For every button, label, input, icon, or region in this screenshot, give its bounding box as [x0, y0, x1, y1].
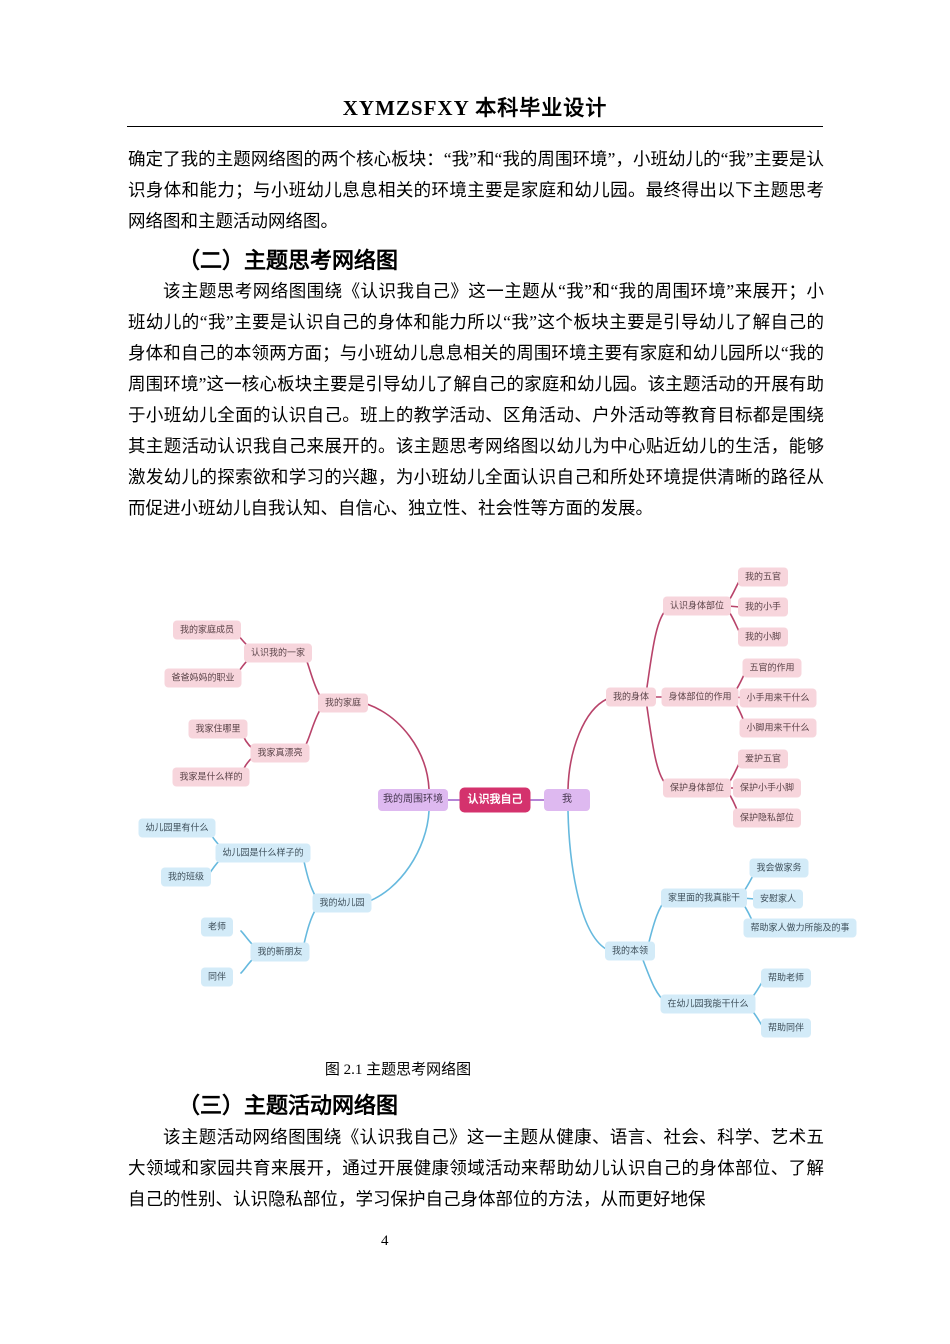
- figure-caption: 图 2.1 主题思考网络图: [324, 1062, 472, 1078]
- node-root-know-myself: 认识我自己: [459, 787, 531, 813]
- section-heading-3: （三）主题活动网络图: [178, 1093, 399, 1118]
- page-number: 4: [381, 1233, 389, 1249]
- node-protect-body-parts: 保护身体部位: [662, 778, 732, 798]
- node-peers: 同伴: [200, 967, 234, 987]
- node-family-members: 我的家庭成员: [172, 620, 242, 640]
- node-my-body: 我的身体: [605, 687, 657, 707]
- node-what-my-home-like: 我家是什么样的: [172, 767, 250, 787]
- node-what-can-i-do-kindergarten: 在幼儿园我能干什么: [660, 994, 756, 1014]
- node-protect-hands-feet: 保护小手小脚: [732, 778, 802, 798]
- node-protect-private-parts: 保护隐私部位: [732, 808, 802, 828]
- node-my-abilities: 我的本领: [604, 941, 656, 961]
- node-senses-function: 五官的作用: [742, 658, 802, 678]
- node-capable-at-home: 家里面的我真能干: [660, 888, 748, 908]
- node-my-feet: 我的小脚: [737, 627, 789, 647]
- node-my-family: 我的家庭: [317, 693, 369, 713]
- node-where-i-live: 我家住哪里: [188, 719, 248, 739]
- node-my-hands: 我的小手: [737, 597, 789, 617]
- node-what-kindergarten-like: 幼儿园是什么样子的: [215, 843, 311, 863]
- paragraph-activity-network: 该主题活动网络图围绕《认识我自己》这一主题从健康、语言、社会、科学、艺术五大领域…: [128, 1127, 824, 1209]
- node-my-kindergarten: 我的幼儿园: [312, 893, 372, 913]
- page-header-title: XYMZSFXY 本科毕业设计: [342, 96, 608, 120]
- node-whats-in-kindergarten: 幼儿园里有什么: [138, 818, 216, 838]
- mindmap-figure: 我的周围环境 认识我自己 我 我的家庭 认识我的一家 我的家庭成员 爸爸妈妈的职…: [0, 558, 950, 1050]
- node-my-five-senses: 我的五官: [737, 567, 789, 587]
- node-body-parts-function: 身体部位的作用: [661, 687, 739, 707]
- node-know-body-parts: 认识身体部位: [662, 596, 732, 616]
- node-do-housework: 我会做家务: [749, 858, 809, 878]
- paragraph-continuation: 确定了我的主题网络图的两个核心板块：“我”和“我的周围环境”，小班幼儿的“我”主…: [128, 149, 824, 231]
- node-care-five-senses: 爱护五官: [737, 749, 789, 769]
- node-my-surroundings: 我的周围环境: [378, 789, 448, 811]
- node-parents-jobs: 爸爸妈妈的职业: [164, 668, 242, 688]
- node-help-teacher: 帮助老师: [760, 968, 812, 988]
- header-divider: [127, 126, 823, 127]
- section-heading-2: （二）主题思考网络图: [178, 248, 399, 273]
- node-hands-for-what: 小手用来干什么: [739, 688, 817, 708]
- node-teacher: 老师: [200, 917, 234, 937]
- node-my-class: 我的班级: [160, 867, 212, 887]
- node-my-home-beautiful: 我家真漂亮: [250, 743, 310, 763]
- node-me: 我: [544, 789, 590, 811]
- node-know-my-family: 认识我的一家: [243, 643, 313, 663]
- node-comfort-family: 安慰家人: [752, 889, 804, 909]
- node-my-new-friends: 我的新朋友: [250, 942, 310, 962]
- node-help-peers: 帮助同伴: [760, 1018, 812, 1038]
- node-feet-for-what: 小脚用来干什么: [739, 718, 817, 738]
- paragraph-thinking-network: 该主题思考网络图围绕《认识我自己》这一主题从“我”和“我的周围环境”来展开；小班…: [128, 281, 824, 518]
- node-help-family: 帮助家人做力所能及的事: [743, 918, 857, 938]
